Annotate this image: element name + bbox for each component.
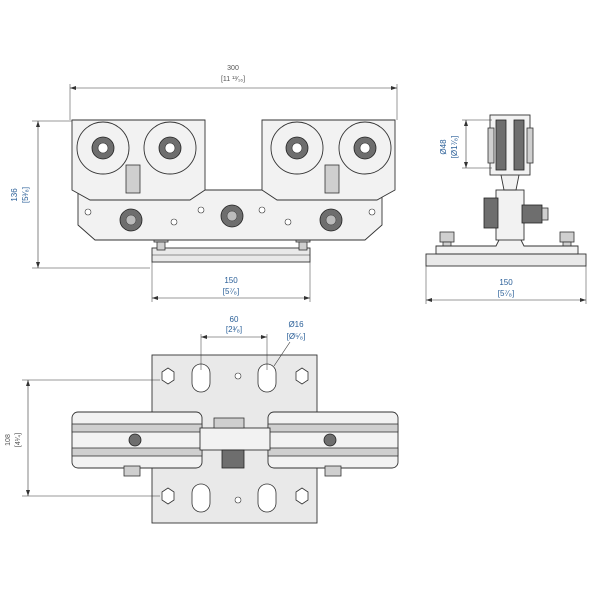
dim-136-mm: 136	[10, 188, 19, 202]
front-wheels	[76, 121, 392, 175]
dim-150-side-mm: 150	[499, 278, 513, 287]
dim-150-front-mm: 150	[224, 276, 238, 285]
side-view: Ø48 [Ø1⁷⁄₈] 150 [5⁷⁄₈]	[425, 114, 587, 304]
dim-300-mm: 300	[227, 65, 239, 72]
dim-16-in: [Ø⁵⁄₈]	[287, 332, 306, 341]
dim-136-in: [5³⁄₈]	[21, 187, 30, 203]
dim-60-mm: 60	[230, 315, 239, 324]
dim-108-in: [4¹⁄₄]	[15, 433, 22, 447]
top-view: 60 [2³⁄₈] Ø16 [Ø⁵⁄₈] 108 [4¹⁄₄]	[5, 315, 399, 524]
dim-108-mm: 108	[5, 434, 12, 446]
front-view: 300 [11 ¹³⁄₁₆] 136 [5³⁄₈] 150 [5⁷⁄₈]	[10, 65, 398, 302]
dim-16-mm: Ø16	[288, 320, 304, 329]
dim-300-in: [11 ¹³⁄₁₆]	[221, 76, 245, 83]
dim-150-side-in: [5⁷⁄₈]	[498, 289, 514, 298]
dim-48-mm: Ø48	[439, 139, 448, 155]
dim-60-in: [2³⁄₈]	[226, 325, 242, 334]
dim-150-front-in: [5⁷⁄₈]	[223, 287, 239, 296]
dim-48-in: [Ø1⁷⁄₈]	[450, 136, 459, 159]
